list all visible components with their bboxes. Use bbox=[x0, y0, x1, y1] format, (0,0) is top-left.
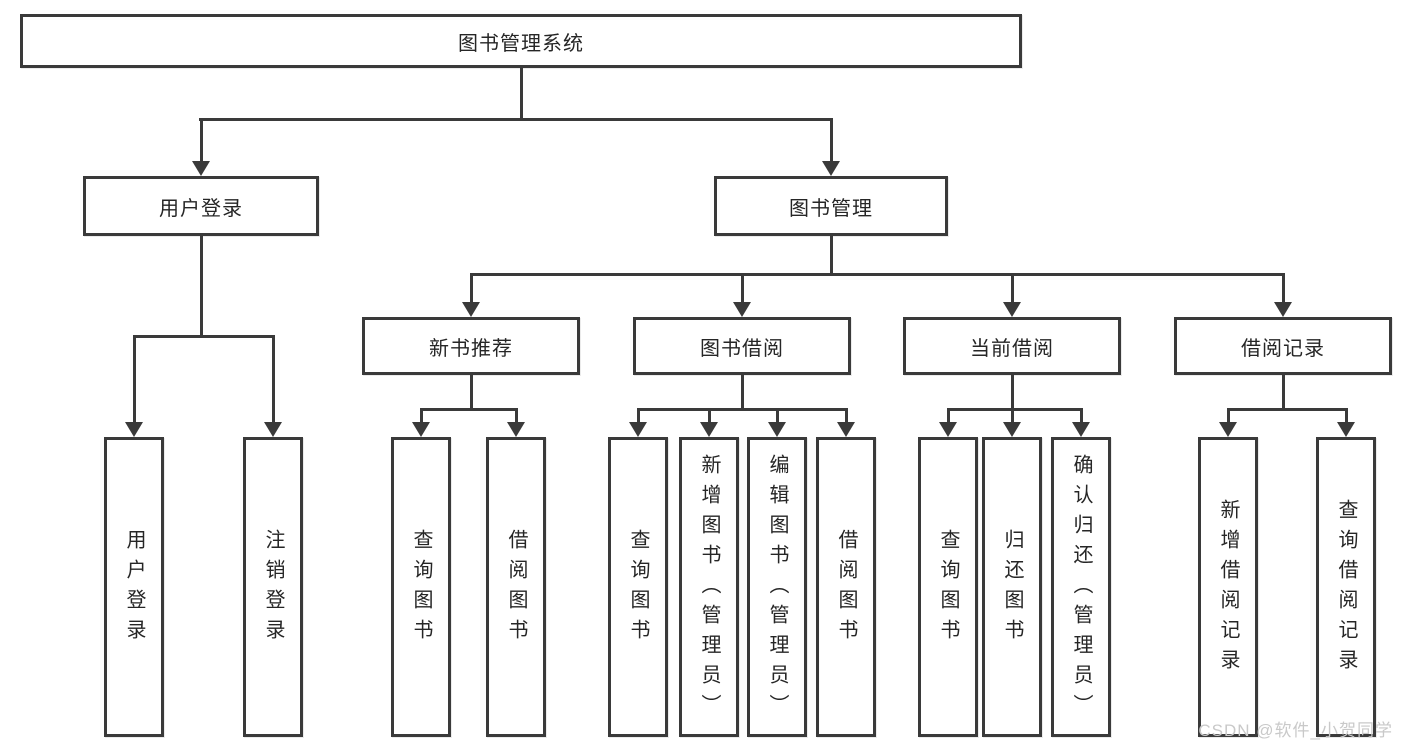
arrowhead-down-icon bbox=[1003, 422, 1021, 437]
connector-line bbox=[637, 408, 640, 423]
connector-line bbox=[1227, 408, 1230, 423]
connector-line bbox=[1011, 375, 1014, 411]
connector-line bbox=[200, 236, 203, 335]
connector-line bbox=[470, 375, 473, 411]
connector-line bbox=[741, 273, 744, 303]
arrowhead-down-icon bbox=[412, 422, 430, 437]
connector-line bbox=[1011, 408, 1014, 423]
arrowhead-down-icon bbox=[768, 422, 786, 437]
leaf-newbook-borrow-books: 借阅图书 bbox=[486, 437, 546, 737]
connector-line bbox=[741, 375, 744, 411]
connector-line bbox=[1080, 408, 1083, 423]
connector-line bbox=[133, 335, 275, 338]
arrowhead-down-icon bbox=[822, 161, 840, 176]
connector-line bbox=[1282, 273, 1285, 303]
leaf-logout: 注销登录 bbox=[243, 437, 303, 737]
connector-line bbox=[200, 118, 203, 164]
connector-line bbox=[947, 408, 950, 423]
arrowhead-down-icon bbox=[192, 161, 210, 176]
connector-line bbox=[199, 118, 833, 121]
connector-line bbox=[470, 273, 1285, 276]
arrowhead-down-icon bbox=[1003, 302, 1021, 317]
leaf-borrow-query-books: 查询图书 bbox=[608, 437, 668, 737]
node-borrow-records: 借阅记录 bbox=[1174, 317, 1392, 375]
leaf-current-return-books: 归还图书 bbox=[982, 437, 1042, 737]
node-book-borrow: 图书借阅 bbox=[633, 317, 851, 375]
connector-line bbox=[1227, 408, 1348, 411]
arrowhead-down-icon bbox=[264, 422, 282, 437]
arrowhead-down-icon bbox=[462, 302, 480, 317]
arrowhead-down-icon bbox=[733, 302, 751, 317]
arrowhead-down-icon bbox=[629, 422, 647, 437]
connector-line bbox=[776, 408, 779, 423]
node-user-login: 用户登录 bbox=[83, 176, 319, 236]
connector-line bbox=[1345, 408, 1348, 423]
arrowhead-down-icon bbox=[125, 422, 143, 437]
leaf-current-query-books: 查询图书 bbox=[918, 437, 978, 737]
arrowhead-down-icon bbox=[939, 422, 957, 437]
arrowhead-down-icon bbox=[1274, 302, 1292, 317]
connector-line bbox=[520, 68, 523, 118]
watermark: CSDN @软件_小贺同学 bbox=[1198, 721, 1393, 740]
connector-line bbox=[637, 408, 848, 411]
leaf-newbook-query-books: 查询图书 bbox=[391, 437, 451, 737]
connector-line bbox=[947, 408, 1083, 411]
connector-line bbox=[420, 408, 518, 411]
leaf-user-login: 用户登录 bbox=[104, 437, 164, 737]
leaf-current-confirm-return-admin: 确认归还（管理员） bbox=[1051, 437, 1111, 737]
node-root: 图书管理系统 bbox=[20, 14, 1022, 68]
connector-line bbox=[830, 236, 833, 276]
arrowhead-down-icon bbox=[507, 422, 525, 437]
leaf-borrow-add-books-admin: 新增图书（管理员） bbox=[679, 437, 739, 737]
connector-line bbox=[272, 335, 275, 423]
connector-line bbox=[133, 335, 136, 423]
arrowhead-down-icon bbox=[837, 422, 855, 437]
connector-line bbox=[1011, 273, 1014, 303]
connector-line bbox=[420, 408, 423, 423]
connector-line bbox=[845, 408, 848, 423]
leaf-records-add-record: 新增借阅记录 bbox=[1198, 437, 1258, 737]
leaf-borrow-borrow-books: 借阅图书 bbox=[816, 437, 876, 737]
leaf-borrow-edit-books-admin: 编辑图书（管理员） bbox=[747, 437, 807, 737]
arrowhead-down-icon bbox=[1337, 422, 1355, 437]
arrowhead-down-icon bbox=[700, 422, 718, 437]
node-new-book-recommend: 新书推荐 bbox=[362, 317, 580, 375]
connector-line bbox=[515, 408, 518, 423]
connector-line bbox=[708, 408, 711, 423]
arrowhead-down-icon bbox=[1072, 422, 1090, 437]
arrowhead-down-icon bbox=[1219, 422, 1237, 437]
node-current-borrow: 当前借阅 bbox=[903, 317, 1121, 375]
connector-line bbox=[830, 118, 833, 164]
connector-line bbox=[470, 273, 473, 303]
node-book-management: 图书管理 bbox=[714, 176, 948, 236]
connector-line bbox=[1282, 375, 1285, 411]
leaf-records-query-record: 查询借阅记录 bbox=[1316, 437, 1376, 737]
